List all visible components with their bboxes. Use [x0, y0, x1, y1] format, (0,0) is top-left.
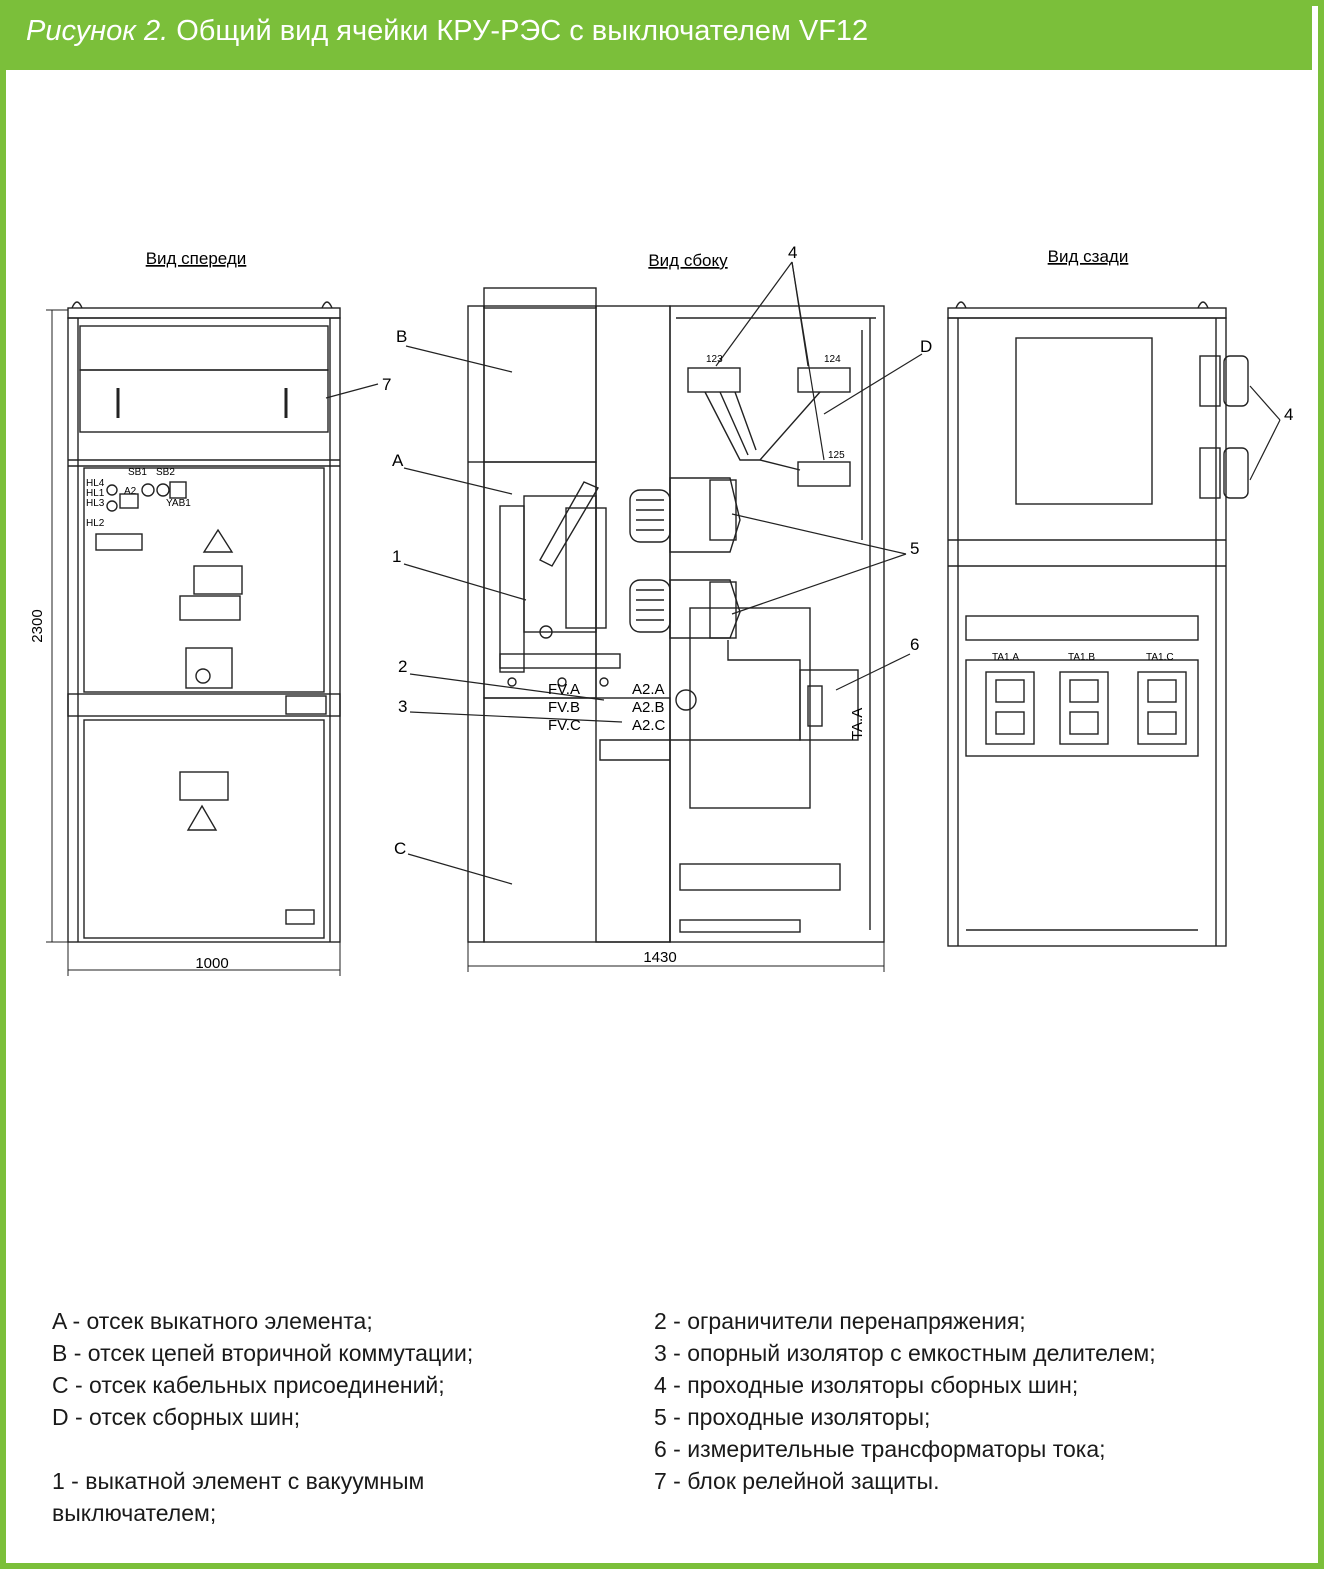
callout-2: 2	[398, 657, 407, 676]
callout-B: B	[396, 327, 407, 346]
legend-item: 1 - выкатной элемент с вакуумным	[52, 1468, 425, 1494]
label-fvc: FV.C	[548, 717, 581, 734]
legend-item: D - отсек сборных шин;	[52, 1404, 301, 1430]
callout-5: 5	[910, 539, 919, 558]
label-hl1: HL1	[86, 488, 105, 499]
label-ta1b: TA1.B	[1068, 652, 1095, 663]
label-a2c: A2.C	[632, 717, 666, 734]
legend-item: 4 - проходные изоляторы сборных шин;	[654, 1372, 1079, 1398]
figure-header: Рисунок 2. Общий вид ячейки КРУ-РЭС с вы…	[0, 0, 1312, 70]
callout-D: D	[920, 337, 932, 356]
side-view	[467, 287, 885, 972]
label-124: 124	[824, 354, 841, 365]
callout-7: 7	[382, 375, 391, 394]
dim-height: 2300	[29, 609, 46, 642]
label-fva: FV.A	[548, 681, 580, 698]
label-123: 123	[706, 354, 723, 365]
callout-4: 4	[788, 243, 797, 262]
legend-item: 6 - измерительные трансформаторы тока;	[654, 1436, 1106, 1462]
label-125: 125	[828, 450, 845, 461]
figure-title: Рисунок 2. Общий вид ячейки КРУ-РЭС с вы…	[26, 15, 868, 48]
label-yab1: YAB1	[166, 498, 191, 509]
label-taa: TA.A	[849, 708, 866, 740]
legend-item: 3 - опорный изолятор с емкостным делител…	[654, 1340, 1156, 1366]
label-ta1a: TA1.A	[992, 652, 1019, 663]
legend-item: 7 - блок релейной защиты.	[654, 1468, 940, 1494]
label-fvb: FV.B	[548, 699, 580, 716]
callout-A: A	[392, 451, 404, 470]
label-ta1c: TA1.C	[1146, 652, 1174, 663]
leader-lines	[325, 261, 1281, 885]
legend-item: A - отсек выкатного элемента;	[52, 1308, 373, 1334]
callout-6: 6	[910, 635, 919, 654]
side-view-title: Вид сбоку	[648, 251, 728, 270]
rear-view-title: Вид сзади	[1048, 247, 1129, 266]
label-hl3: HL3	[86, 498, 105, 509]
label-sb1: SB1	[128, 467, 147, 478]
legend-left: A - отсек выкатного элемента; B - отсек …	[52, 1305, 473, 1529]
callout-C: C	[394, 839, 406, 858]
callout-1: 1	[392, 547, 401, 566]
front-view	[46, 301, 341, 976]
legend-right: 2 - ограничители перенапряжения; 3 - опо…	[654, 1305, 1156, 1497]
front-view-title: Вид спереди	[146, 249, 247, 268]
label-a2: A2	[124, 486, 137, 497]
legend-item: C - отсек кабельных присоединений;	[52, 1372, 445, 1398]
legend-item: 2 - ограничители перенапряжения;	[654, 1308, 1026, 1334]
label-a2a: A2.A	[632, 681, 665, 698]
figure-title-text: Общий вид ячейки КРУ-РЭС с выключателем …	[176, 15, 869, 47]
legend-item: 5 - проходные изоляторы;	[654, 1404, 931, 1430]
legend-spacer	[52, 1433, 473, 1465]
dim-side-depth: 1430	[643, 949, 676, 966]
figure-label: Рисунок 2.	[26, 15, 169, 47]
label-a2b: A2.B	[632, 699, 665, 716]
dim-front-width: 1000	[195, 955, 228, 972]
label-hl4: HL4	[86, 478, 105, 489]
callout-4-rear: 4	[1284, 405, 1293, 424]
rear-view	[947, 301, 1249, 947]
label-sb2: SB2	[156, 467, 175, 478]
legend-item: B - отсек цепей вторичной коммутации;	[52, 1340, 474, 1366]
legend-item: выключателем;	[52, 1500, 217, 1526]
callout-3: 3	[398, 697, 407, 716]
label-hl2: HL2	[86, 518, 105, 529]
